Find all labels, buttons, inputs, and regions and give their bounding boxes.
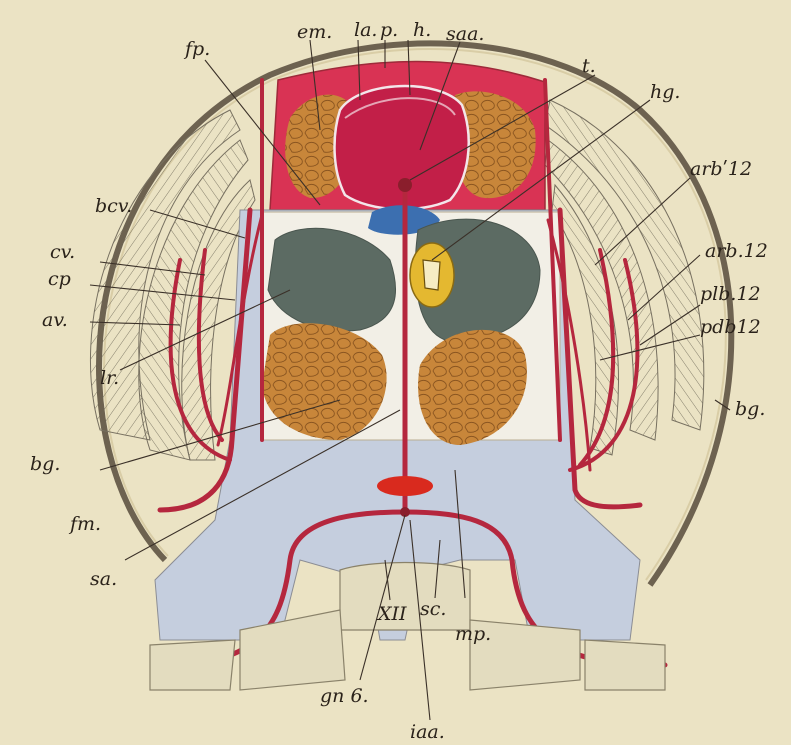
label-gn6: gn 6. <box>320 685 369 707</box>
label-la: la. <box>354 19 377 41</box>
label-sc: sc. <box>420 598 446 620</box>
ganglion <box>377 476 433 496</box>
label-t: t. <box>582 55 596 77</box>
label-iaa: iaa. <box>410 721 445 743</box>
label-plb-12: plb.12 <box>700 283 761 305</box>
label-em: em. <box>297 21 332 43</box>
label-mp: mp. <box>455 623 491 645</box>
label-av: av. <box>42 309 68 331</box>
label-bg-left: bg. <box>30 453 60 475</box>
label-arb-12: arb.12 <box>705 240 768 262</box>
label-hg: hg. <box>650 81 680 103</box>
label-bcv: bcv. <box>95 195 132 217</box>
label-cv: cv. <box>50 241 75 263</box>
label-pdb12: pdb12 <box>700 316 761 338</box>
label-arb-prime-12: arbʹ12 <box>690 158 752 180</box>
label-cp: cp <box>48 268 71 290</box>
label-sa: sa. <box>90 568 117 590</box>
label-fm: fm. <box>68 513 101 535</box>
gills-left <box>90 110 255 460</box>
label-bg-right: bg. <box>735 398 765 420</box>
label-xii: XII <box>376 603 407 625</box>
label-fp: fp. <box>183 38 210 60</box>
label-p: p. <box>380 19 398 41</box>
label-saa: saa. <box>446 23 484 45</box>
label-h: h. <box>413 19 431 41</box>
label-lr: lr. <box>100 367 119 389</box>
